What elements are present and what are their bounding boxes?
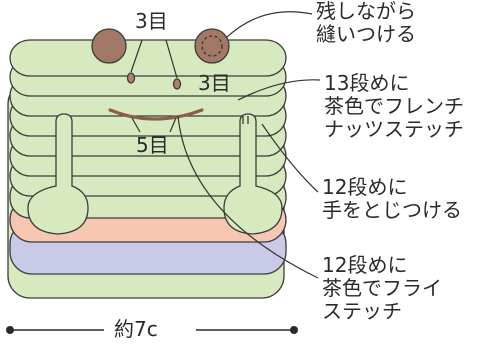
leader-eye-right	[165, 39, 178, 79]
body-top-layer	[9, 39, 287, 77]
ears	[91, 28, 230, 64]
ear-note: 残しながら 縫いつける	[316, 0, 416, 46]
arm-attach-stitch-icon	[242, 116, 249, 124]
leader-hand	[261, 123, 319, 193]
eye-spacing-label: 3目	[135, 9, 168, 33]
right-ear-stitch-icon	[201, 35, 223, 57]
eye-to-mouth-label: 3目	[198, 71, 231, 95]
leader-ear	[225, 11, 313, 39]
left-arm-icon	[27, 113, 89, 235]
right-arm-icon	[223, 113, 283, 235]
leader-eye-left	[130, 39, 143, 73]
leader-mouth-left	[131, 117, 141, 133]
nose-note: 13段めに 茶色でフレンチ ナッツステッチ	[324, 71, 464, 141]
right-eye-icon	[172, 78, 182, 90]
width-measure-label: 約7c	[114, 317, 158, 341]
arms	[27, 113, 283, 235]
measure-end-left-icon	[6, 326, 14, 334]
left-eye-icon	[126, 72, 136, 84]
width-measure	[6, 326, 298, 334]
hand-note: 12段めに 手をとじつける	[322, 175, 462, 222]
mouth-note: 12段めに 茶色でフライ ステッチ	[322, 253, 442, 323]
measure-end-right-icon	[290, 326, 298, 334]
leader-nose	[237, 79, 321, 101]
leader-mouth	[177, 115, 319, 279]
mouth-width-label: 5目	[136, 133, 169, 157]
mouth-stitch-icon	[108, 108, 204, 121]
leader-lines	[130, 11, 321, 279]
eyes	[126, 72, 182, 90]
leader-mouth-right	[169, 117, 177, 133]
left-ear-icon	[91, 28, 127, 64]
right-ear-icon	[194, 28, 230, 64]
